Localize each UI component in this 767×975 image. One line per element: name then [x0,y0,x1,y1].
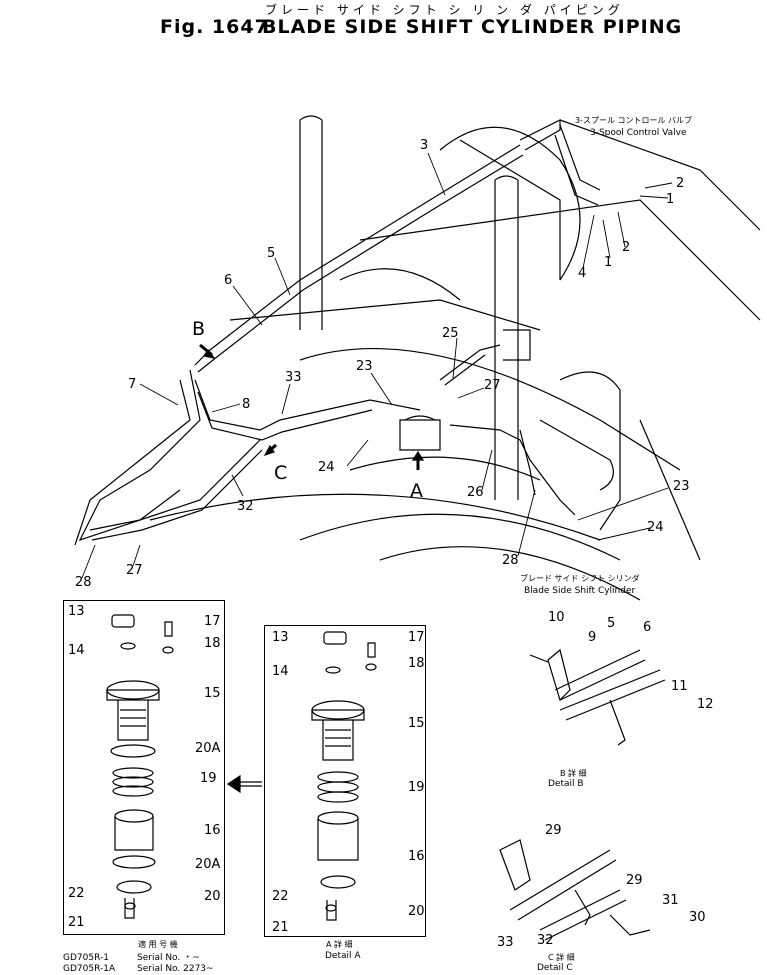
callout: 13 [272,630,289,645]
cylinder-label-jp: ブレード サイド シフト シリンダ [520,574,640,583]
callout: 19 [200,771,217,786]
view-letter-b: B [192,318,206,340]
callout: 22 [68,886,85,901]
callout: 33 [285,370,302,385]
callout: 18 [204,636,221,651]
callout: 31 [662,893,679,908]
callout: 20 [408,904,425,919]
valve-label-jp: 3-スプール コントロール バルブ [575,116,693,125]
callout: 8 [242,397,251,412]
detail-a-label-jp: A 詳 細 [326,940,353,949]
detail-a-frame [264,625,426,937]
detail-b-label-jp: B 詳 細 [560,769,587,778]
callout: 4 [578,266,587,281]
callout: 6 [643,620,652,635]
callout: 28 [502,553,519,568]
detail-c-label-jp: C 詳 細 [548,953,575,962]
callout: 5 [267,246,276,261]
callout: 2 [622,240,631,255]
callout: 12 [697,697,714,712]
callout: 6 [224,273,233,288]
serial-row-1-model: GD705R-1 [63,953,109,963]
title-japanese: ブレード サイド シフト シ リ ン ダ パイピング [265,3,624,17]
serial-header-jp: 適 用 号 機 [138,940,178,949]
serial-row-2-text: Serial No. 2273~ [137,964,214,974]
callout: 19 [408,780,425,795]
callout: 16 [204,823,221,838]
callout: 14 [68,643,85,658]
callout: 32 [537,933,554,948]
serial-row-1-text: Serial No. ・~ [137,953,200,963]
serial-row-2-model: GD705R-1A [63,964,116,974]
callout: 32 [237,499,254,514]
detail-a-label: Detail A [325,951,361,961]
detail-a-old-frame [63,600,225,935]
view-letter-a: A [410,480,423,502]
callout: 23 [356,359,373,374]
view-letter-c: C [274,462,288,484]
callout: 3 [420,138,429,153]
page-title: BLADE SIDE SHIFT CYLINDER PIPING [262,16,683,38]
detail-c-label: Detail C [537,963,573,973]
callout: 11 [671,679,688,694]
cylinder-label-en: Blade Side Shift Cylinder [524,586,636,596]
detail-b-label: Detail B [548,779,584,789]
callout: 24 [318,460,335,475]
callout: 29 [626,873,643,888]
callout: 21 [272,920,289,935]
callout: 17 [408,630,425,645]
callout: 5 [607,616,616,631]
callout: 2 [676,176,685,191]
callout: 30 [689,910,706,925]
callout: 9 [588,630,597,645]
callout: 1 [666,192,675,207]
callout: 10 [548,610,565,625]
callout: 1 [604,255,613,270]
callout: 13 [68,604,85,619]
callout: 14 [272,664,289,679]
valve-label-en: 3-Spool Control Valve [590,128,687,138]
callout: 28 [75,575,92,590]
callout: 24 [647,520,664,535]
callout: 27 [484,378,501,393]
callout: 20A [195,857,221,872]
callout: 29 [545,823,562,838]
callout: 20A [195,741,221,756]
callout: 33 [497,935,514,950]
callout: 18 [408,656,425,671]
callout: 21 [68,915,85,930]
callout: 15 [408,716,425,731]
callout: 7 [128,377,137,392]
callout: 25 [442,326,459,341]
callout: 27 [126,563,143,578]
callout: 20 [204,889,221,904]
callout: 17 [204,614,221,629]
callout: 22 [272,889,289,904]
callout: 23 [673,479,690,494]
callout: 26 [467,485,484,500]
callout: 15 [204,686,221,701]
figure-number: Fig. 1647 [160,16,269,38]
callout: 16 [408,849,425,864]
